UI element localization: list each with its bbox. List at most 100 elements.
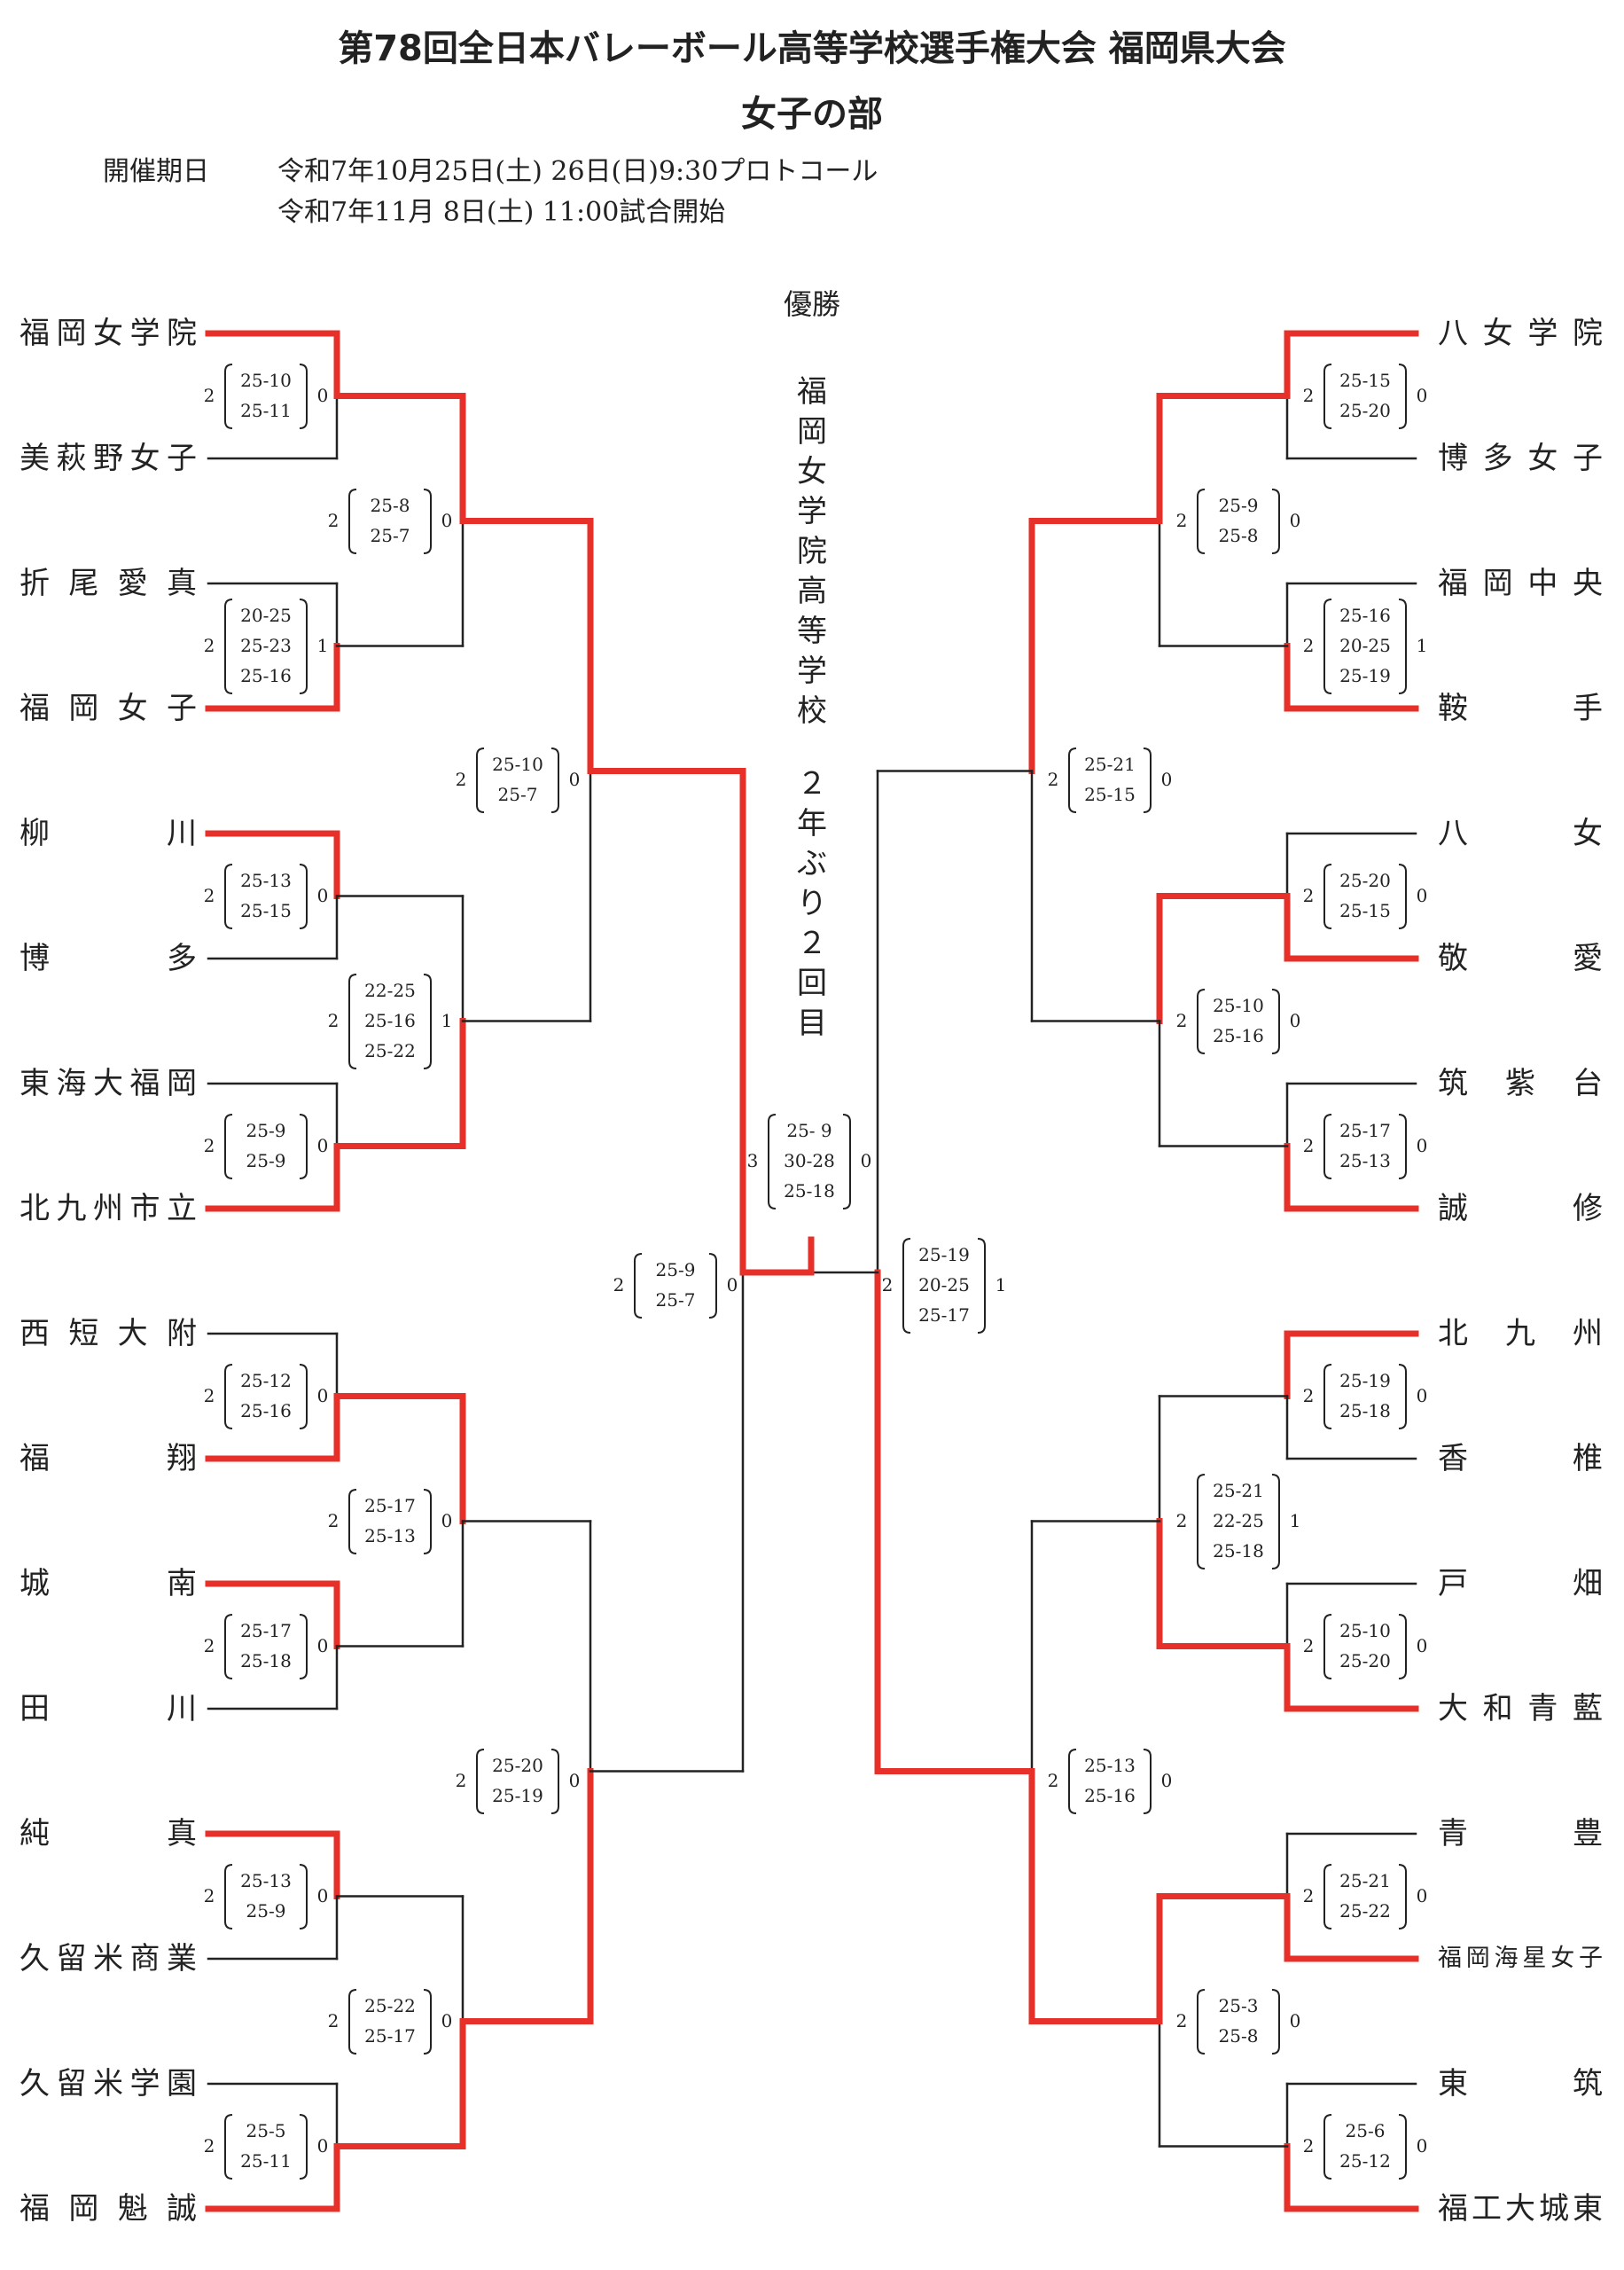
score-bracket-L1_6 [224, 1613, 308, 1679]
sets-won-left: 2 [881, 1274, 894, 1295]
sets-won-left: 2 [203, 2134, 215, 2156]
set-score: 25-8 [1218, 2024, 1259, 2047]
champion-name: 福岡女学院高等学校 [797, 374, 827, 729]
sets-won-left: 2 [327, 2009, 340, 2031]
score-bracket-R1_5 [1323, 1363, 1407, 1429]
team-left-11: 城南 [20, 1566, 197, 1601]
set-score: 25-10 [1213, 994, 1264, 1016]
sets-won-left: 2 [203, 634, 215, 656]
team-right-12: 大和青藍 [1438, 1691, 1603, 1726]
sets-won-left: 2 [1302, 384, 1315, 406]
sets-won-left: 2 [327, 1009, 340, 1031]
sets-won-left: 3 [746, 1150, 759, 1171]
set-score: 25-19 [492, 1785, 543, 1806]
score-bracket-L1_2 [224, 598, 308, 694]
team-right-5: 八女 [1438, 816, 1603, 851]
sets-won-left: 2 [455, 1770, 467, 1791]
team-right-2: 博多女子 [1438, 441, 1603, 476]
set-score: 25-20 [492, 1755, 543, 1776]
set-score: 25-15 [1339, 369, 1391, 391]
set-score: 25-11 [240, 399, 292, 421]
team-left-8: 北九州市立 [20, 1191, 197, 1226]
set-score: 25-16 [240, 1399, 292, 1421]
score-bracket-R1_7 [1323, 1863, 1407, 1930]
sets-won-left: 2 [1302, 884, 1315, 906]
set-score: 25-9 [1218, 494, 1259, 516]
set-score: 25-20 [1339, 1649, 1391, 1671]
set-score: 25-5 [246, 2119, 286, 2141]
set-score: 25-3 [1218, 1994, 1259, 2016]
score-bracket-L2_1 [348, 488, 432, 554]
set-score: 25-13 [1084, 1755, 1136, 1776]
sets-won-right: 0 [316, 884, 329, 906]
set-score: 25-23 [240, 634, 292, 656]
set-score: 25-9 [246, 1119, 286, 1141]
sets-won-right: 0 [316, 1134, 329, 1156]
set-score: 25-22 [1339, 1899, 1391, 1922]
team-left-10: 福翔 [20, 1441, 197, 1476]
score-bracket-R1_6 [1323, 1613, 1407, 1679]
set-score: 25-22 [364, 1994, 416, 2016]
set-score: 25-16 [1084, 1785, 1136, 1806]
team-right-4: 鞍手 [1438, 691, 1603, 726]
sets-won-right: 0 [1160, 769, 1173, 790]
set-score: 22-25 [364, 979, 416, 1001]
set-score: 25-18 [1213, 1539, 1264, 1562]
set-score: 25- 9 [786, 1120, 832, 1141]
sets-won-right: 1 [1289, 1509, 1301, 1531]
score-bracket-R3_2 [1068, 1749, 1152, 1814]
set-score: 25-18 [1339, 1399, 1391, 1421]
team-left-3: 折尾愛真 [20, 566, 197, 601]
score-bracket-L3_2 [476, 1749, 559, 1814]
score-bracket-L2_3 [348, 1488, 432, 1554]
date-line-1: 令和7年10月25日(土) 26日(日)9:30プロトコール [277, 156, 878, 187]
sets-won-right: 0 [316, 1384, 329, 1406]
sets-won-right: 0 [441, 509, 453, 531]
sets-won-left: 2 [1175, 2009, 1188, 2031]
team-left-5: 柳川 [20, 816, 197, 851]
set-score: 25-22 [364, 1039, 416, 1061]
sets-won-right: 0 [568, 769, 581, 790]
set-score: 20-25 [1339, 634, 1391, 656]
score-bracket-R1_1 [1323, 363, 1407, 429]
sets-won-right: 0 [1416, 1384, 1428, 1406]
set-score: 25-7 [655, 1289, 696, 1311]
sets-won-right: 0 [316, 1884, 329, 1906]
set-score: 25-8 [1218, 524, 1259, 546]
sets-won-left: 2 [1302, 1134, 1315, 1156]
sets-won-left: 2 [1302, 2134, 1315, 2156]
set-score: 25-9 [655, 1259, 696, 1280]
score-bracket-L3_1 [476, 748, 559, 813]
sets-won-right: 0 [1289, 509, 1301, 531]
set-score: 25-7 [370, 524, 410, 546]
set-score: 25-17 [364, 1494, 416, 1516]
sets-won-left: 2 [203, 1634, 215, 1656]
sets-won-right: 0 [1160, 1770, 1173, 1791]
sets-won-left: 2 [1302, 1634, 1315, 1656]
team-right-3: 福岡中央 [1438, 566, 1603, 601]
sets-won-right: 0 [441, 2009, 453, 2031]
set-score: 25-17 [1339, 1119, 1391, 1141]
page-subtitle: 女子の部 [741, 94, 883, 135]
set-score: 22-25 [1213, 1509, 1264, 1531]
sets-won-right: 0 [860, 1150, 872, 1171]
set-score: 25-11 [240, 2149, 292, 2172]
set-score: 25-19 [1339, 664, 1391, 686]
team-left-2: 美萩野女子 [20, 441, 197, 476]
sets-won-right: 0 [316, 1634, 329, 1656]
sets-won-left: 2 [203, 1134, 215, 1156]
sets-won-left: 2 [1302, 634, 1315, 656]
